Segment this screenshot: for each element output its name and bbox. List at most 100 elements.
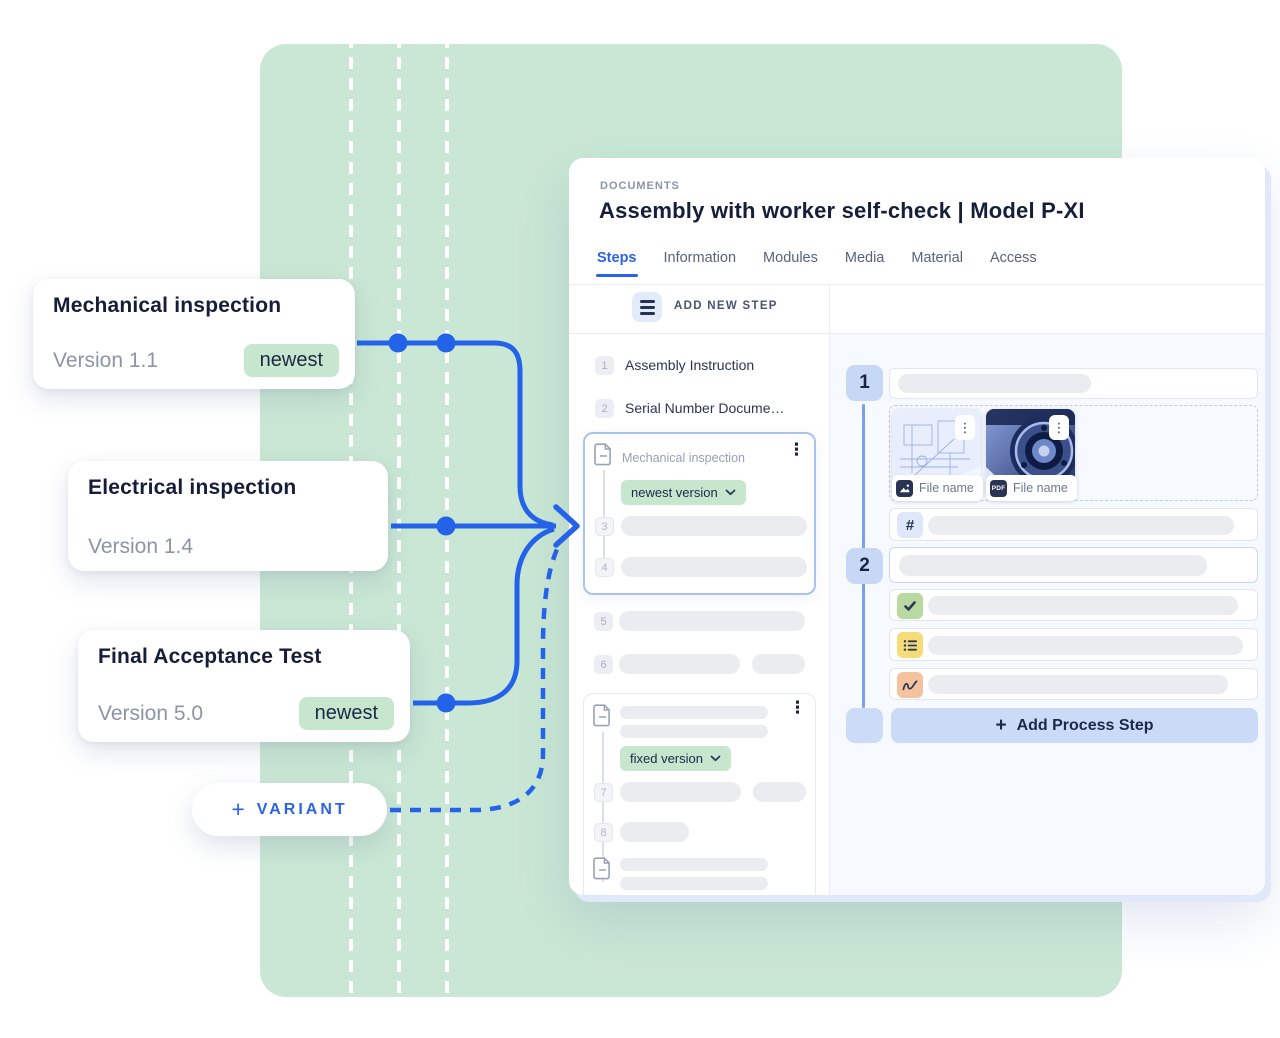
file-label: File name [892, 475, 983, 501]
version-dropdown-label: newest version [631, 485, 718, 500]
checkbox-module-field[interactable] [889, 589, 1258, 621]
text-placeholder-bar [898, 374, 1091, 393]
step-number-chip: 8 [594, 823, 613, 842]
breadcrumb: DOCUMENTS [600, 180, 680, 192]
timeline-dashed-line-3 [445, 36, 449, 1018]
toolbar-divider [569, 333, 1265, 334]
list-item-serial-number[interactable]: Serial Number Docume… [625, 400, 785, 416]
process-step-number: 1 [846, 365, 883, 401]
version-dropdown[interactable]: fixed version [620, 746, 731, 771]
list-item-assembly-instruction[interactable]: Assembly Instruction [625, 357, 755, 373]
doc-title-placeholder-bar [620, 725, 768, 738]
step-placeholder-bar [619, 611, 805, 631]
process-step-number: 2 [846, 548, 883, 584]
signature-module-field[interactable] [889, 668, 1258, 700]
newest-badge: newest [298, 697, 394, 730]
linked-document-card-selected[interactable]: Mechanical inspection ⋮ newest version 3… [583, 432, 816, 595]
tab-information[interactable]: Information [663, 250, 737, 266]
add-process-step-button[interactable]: + Add Process Step [891, 708, 1258, 743]
text-placeholder-bar [928, 636, 1243, 655]
step-number-chip: 1 [595, 356, 614, 375]
card-connector-line [602, 732, 604, 882]
tab-access[interactable]: Access [989, 250, 1037, 266]
file-name: File name [1013, 481, 1068, 495]
version-card-mechanical[interactable]: Mechanical inspection Version 1.1 newest [33, 279, 355, 389]
version-card-electrical[interactable]: Electrical inspection Version 1.4 [68, 461, 388, 571]
pdf-file-icon: PDF [990, 479, 1007, 497]
step-placeholder-bar [621, 557, 807, 577]
hash-icon: # [897, 512, 923, 538]
file-label: PDF File name [986, 475, 1077, 501]
add-new-step-button[interactable]: ADD NEW STEP [674, 300, 778, 312]
text-placeholder-bar [899, 555, 1207, 576]
plus-icon: + [231, 796, 245, 822]
kebab-menu-icon[interactable]: ⋮ [1049, 415, 1069, 440]
newest-badge: newest [243, 344, 339, 377]
checkmark-icon [897, 593, 923, 619]
step-number-chip: 4 [595, 558, 614, 577]
drag-handle-icon[interactable] [632, 292, 662, 322]
step-number-chip: 6 [594, 655, 613, 674]
kebab-menu-icon[interactable]: ⋮ [955, 415, 975, 440]
card-version: Version 1.1 [53, 348, 159, 372]
card-title: Mechanical inspection [53, 294, 282, 317]
step-number-chip: 3 [595, 517, 614, 536]
version-card-final-acceptance[interactable]: Final Acceptance Test Version 5.0 newest [78, 630, 410, 742]
step-number-chip: 5 [594, 612, 613, 631]
tab-media[interactable]: Media [844, 250, 885, 266]
step-placeholder-bar [619, 654, 740, 674]
step-placeholder-bar [620, 782, 741, 802]
text-placeholder-bar [928, 516, 1234, 535]
step-title-field[interactable] [889, 547, 1258, 583]
new-step-number-chip [846, 708, 883, 743]
text-placeholder-bar [928, 596, 1238, 615]
card-title: Final Acceptance Test [98, 645, 322, 668]
tab-steps[interactable]: Steps [596, 250, 637, 277]
kebab-menu-icon[interactable]: ⋮ [788, 440, 805, 459]
media-dropzone[interactable]: ⋮ File name [889, 405, 1258, 501]
timeline-dashed-line-2 [397, 36, 401, 1018]
step-placeholder-bar [753, 782, 806, 802]
media-thumbnail-pdf[interactable]: ⋮ PDF File name [986, 409, 1077, 501]
linked-document-card-fixed[interactable]: ⋮ fixed version 7 8 [583, 693, 816, 895]
tabs-divider [569, 284, 1265, 285]
step-placeholder-bar [621, 516, 807, 536]
doc-title-placeholder-bar [620, 877, 768, 890]
card-version: Version 1.4 [88, 535, 194, 558]
panel-divider [829, 284, 830, 895]
add-variant-button[interactable]: + VARIANT [192, 783, 387, 836]
plus-icon: + [995, 715, 1007, 736]
card-version: Version 5.0 [98, 701, 204, 725]
serial-number-field[interactable]: # [889, 508, 1258, 541]
chevron-down-icon [710, 755, 721, 762]
step-number-chip: 2 [595, 399, 614, 418]
documents-window: DOCUMENTS Assembly with worker self-chec… [569, 158, 1265, 895]
version-dropdown[interactable]: newest version [621, 480, 746, 505]
file-name: File name [919, 481, 974, 495]
image-file-icon [896, 479, 913, 497]
document-icon [593, 857, 610, 880]
document-card-title: Mechanical inspection [622, 451, 745, 465]
step-placeholder-bar [752, 654, 805, 674]
tab-bar: Steps Information Modules Media Material… [596, 250, 1037, 277]
doc-title-placeholder-bar [620, 706, 768, 719]
checklist-module-field[interactable] [889, 628, 1258, 661]
text-placeholder-bar [928, 675, 1228, 694]
step-number-chip: 7 [594, 783, 613, 802]
list-icon [897, 632, 923, 658]
document-icon [594, 443, 611, 466]
card-title: Electrical inspection [88, 476, 297, 499]
signature-icon [897, 672, 923, 698]
media-thumbnail-image[interactable]: ⋮ File name [892, 409, 983, 501]
card-connector-line [603, 470, 605, 562]
version-dropdown-label: fixed version [630, 751, 703, 766]
doc-title-placeholder-bar [620, 858, 768, 871]
page-title: Assembly with worker self-check | Model … [599, 198, 1085, 223]
kebab-menu-icon[interactable]: ⋮ [789, 698, 806, 717]
step-placeholder-bar [620, 822, 689, 842]
chevron-down-icon [725, 489, 736, 496]
tab-modules[interactable]: Modules [763, 250, 818, 266]
tab-material[interactable]: Material [911, 250, 963, 266]
step-title-field[interactable] [889, 368, 1258, 399]
